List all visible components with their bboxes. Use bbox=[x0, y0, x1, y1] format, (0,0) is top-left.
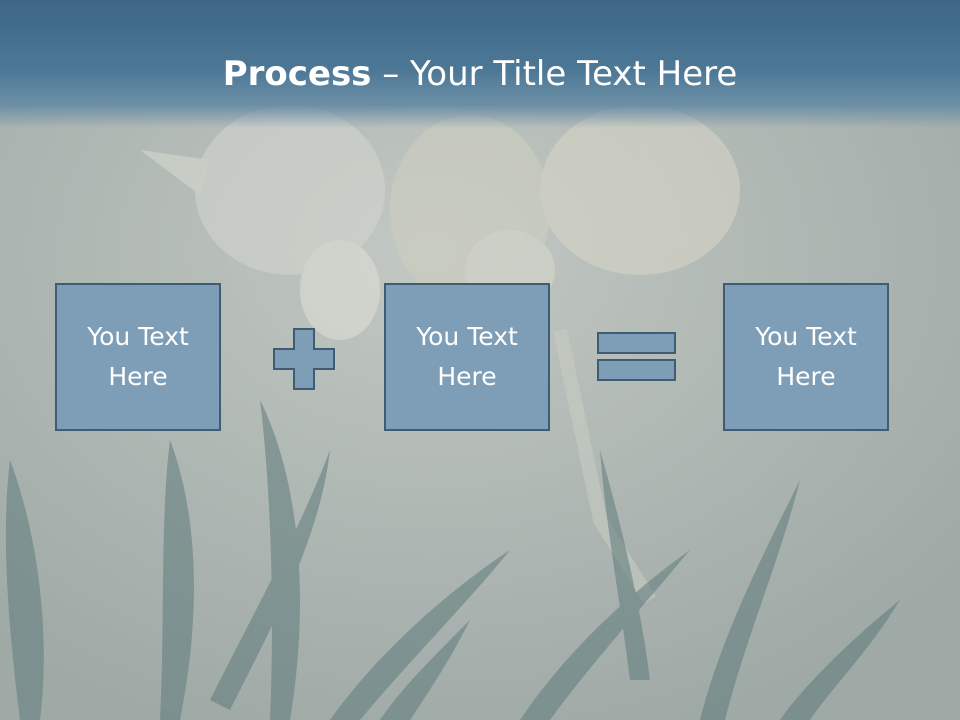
title-bar bbox=[0, 0, 960, 128]
process-box-label: You Text Here bbox=[416, 322, 518, 391]
title-bold: Process bbox=[222, 54, 372, 94]
plus-icon bbox=[273, 328, 335, 390]
process-box-label: You Text Here bbox=[87, 322, 189, 391]
process-box-label: You Text Here bbox=[755, 322, 857, 391]
title-rest: – Your Title Text Here bbox=[371, 54, 738, 94]
process-box-2[interactable]: You Text Here bbox=[384, 283, 550, 431]
process-box-3[interactable]: You Text Here bbox=[723, 283, 889, 431]
equals-icon bbox=[597, 332, 676, 381]
process-box-1[interactable]: You Text Here bbox=[55, 283, 221, 431]
slide-title: Process – Your Title Text Here bbox=[0, 50, 960, 98]
